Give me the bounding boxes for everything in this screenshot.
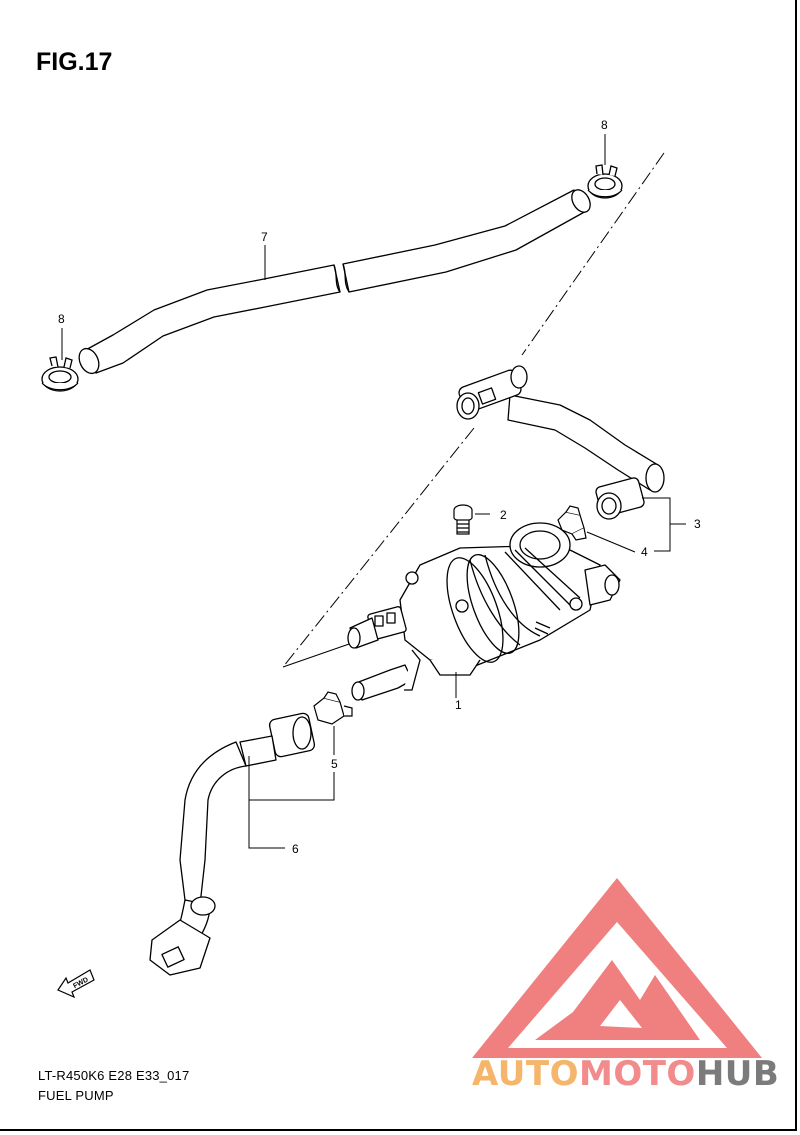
callout-4: 4 bbox=[641, 545, 648, 559]
callout-8-left: 8 bbox=[58, 312, 65, 326]
callout-1: 1 bbox=[455, 698, 462, 712]
callout-3: 3 bbox=[694, 517, 701, 531]
callout-2: 2 bbox=[500, 508, 507, 522]
part-2-bolt bbox=[453, 504, 473, 535]
callout-5: 5 bbox=[331, 757, 338, 771]
callout-6: 6 bbox=[292, 842, 299, 856]
fwd-arrow-icon: FWD bbox=[57, 969, 95, 999]
svg-text:AUTOMOTOHUB: AUTOMOTOHUB bbox=[472, 1054, 779, 1094]
logo-text-auto: AUTO bbox=[472, 1054, 579, 1094]
part-5-clip bbox=[313, 691, 353, 725]
logo-text-moto: MOTO bbox=[579, 1054, 696, 1094]
part-6-hose-assembly bbox=[149, 712, 316, 976]
part-1-fuel-pump bbox=[347, 522, 621, 701]
figure-title: FIG.17 bbox=[36, 48, 113, 76]
callout-8-right: 8 bbox=[601, 118, 608, 132]
part-7-hose bbox=[78, 189, 591, 375]
figure-name: FUEL PUMP bbox=[38, 1088, 114, 1103]
figure-code: LT-R450K6 E28 E33_017 bbox=[38, 1068, 190, 1083]
callout-leaders bbox=[61, 134, 686, 849]
automotohub-logo: AUTOMOTOHUB bbox=[472, 878, 779, 1094]
part-8-clamp-left bbox=[41, 356, 79, 392]
logo-text-hub: HUB bbox=[696, 1054, 779, 1094]
part-3-hose-assembly bbox=[456, 365, 665, 520]
guide-lines bbox=[282, 152, 665, 668]
part-8-clamp-right bbox=[587, 164, 623, 199]
callout-7: 7 bbox=[261, 230, 268, 244]
